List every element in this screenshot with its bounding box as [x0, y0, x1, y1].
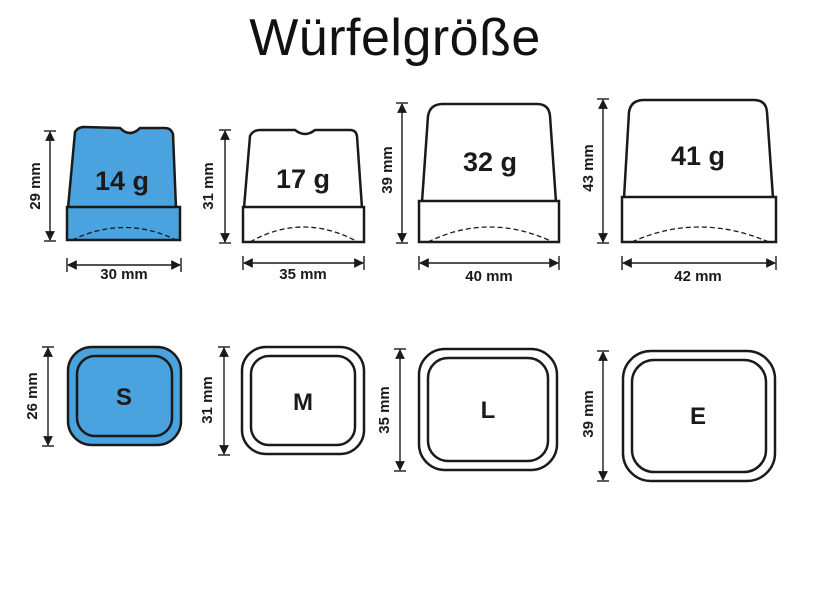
cube-body-l: [420, 102, 558, 204]
cube-base-m: [241, 205, 366, 244]
cube-hidden-edge-s: [71, 226, 177, 241]
cube-width-s: 30 mm: [100, 266, 148, 283]
cube-base-s: [65, 205, 182, 242]
cube-height-m: 31 mm: [200, 162, 217, 210]
cube-top-view-e: E 39 mm: [580, 349, 777, 483]
cube-weight-e: 41 g: [671, 141, 725, 171]
cube-top-height-m: 31 mm: [199, 376, 216, 424]
cube-hidden-edge-l: [427, 226, 554, 243]
cube-body-s: [66, 125, 178, 210]
top-inner-s: [75, 354, 174, 438]
top-inner-l: [426, 356, 550, 463]
cube-body-e: [622, 98, 775, 200]
page-title: Würfelgröße: [249, 9, 541, 67]
cube-weight-l: 32 g: [463, 147, 517, 177]
cube-hidden-edge-m: [249, 226, 359, 243]
cube-weight-s: 14 g: [95, 166, 149, 196]
cube-height-e: 43 mm: [580, 144, 597, 192]
cube-size-letter-s: S: [116, 384, 132, 411]
cube-side-view-l: 32 g 39 mm 40 mm: [379, 102, 561, 285]
cube-height-s: 29 mm: [27, 162, 44, 210]
cube-top-view-s: S 26 mm: [24, 345, 183, 447]
top-inner-m: [249, 354, 357, 447]
cube-top-view-m: M 31 mm: [199, 345, 366, 456]
cube-top-height-l: 35 mm: [376, 386, 393, 434]
cube-size-letter-m: M: [293, 389, 313, 416]
cube-base-e: [620, 195, 778, 244]
cube-side-view-s: 14 g 29 mm 30 mm: [27, 125, 182, 283]
cube-side-view-m: 17 g 31 mm 35 mm: [200, 128, 366, 283]
cube-top-height-s: 26 mm: [24, 372, 41, 420]
cube-base-l: [417, 199, 561, 244]
cube-width-m: 35 mm: [279, 266, 327, 283]
cube-top-view-l: L 35 mm: [376, 347, 559, 472]
cube-width-l: 40 mm: [465, 268, 513, 285]
cube-hidden-edge-e: [631, 226, 770, 243]
cube-weight-m: 17 g: [276, 164, 330, 194]
cube-side-view-e: 41 g 43 mm 42 mm: [580, 98, 778, 285]
cube-width-e: 42 mm: [674, 268, 722, 285]
top-inner-e: [630, 358, 768, 474]
cube-size-letter-e: E: [690, 403, 706, 430]
cube-top-height-e: 39 mm: [580, 390, 597, 438]
cube-size-letter-l: L: [481, 397, 496, 424]
cube-body-m: [242, 128, 364, 210]
cube-height-l: 39 mm: [379, 146, 396, 194]
